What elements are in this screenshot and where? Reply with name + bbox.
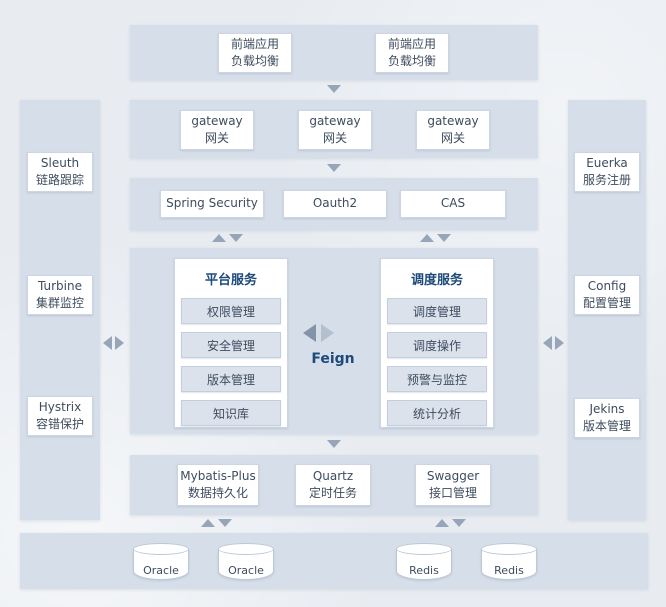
cylinder-icon [218,543,274,555]
node-config: Config 配置管理 [574,275,640,315]
node-turbine: Turbine 集群监控 [27,275,93,315]
node-oauth2: Oauth2 [283,190,387,218]
node-label: Mybatis-Plus [180,468,256,483]
service-item: 统计分析 [387,400,487,426]
node-label: Swagger [426,468,480,483]
double-arrow-vertical-icon [201,519,232,527]
service-item: 安全管理 [181,332,281,358]
left-sidebar-band: Sleuth 链路跟踪 Turbine 集群监控 Hystrix 容错保护 [20,100,100,520]
platform-services-group: 平台服务 权限管理 安全管理 版本管理 知识库 [174,258,288,428]
node-frontend-lb-1: 前端应用 负载均衡 [218,33,292,73]
database-oracle-2: Oracle [218,543,274,581]
node-swagger: Swagger 接口管理 [415,464,491,506]
node-label: CAS [440,196,466,211]
node-label: 前端应用 [387,36,436,51]
double-arrow-vertical-icon [435,519,466,527]
database-band: Oracle Oracle Redis Redis [20,533,648,589]
node-label: 集群监控 [35,296,84,310]
schedule-services-group: 调度服务 调度管理 调度操作 预警与监控 统计分析 [380,258,494,428]
node-label: gateway [427,113,479,128]
right-sidebar-band: Euerka 服务注册 Config 配置管理 Jekins 版本管理 [568,100,646,520]
feign-arrows-icon [303,324,334,342]
service-item: 调度管理 [387,298,487,324]
node-label: 定时任务 [308,486,357,500]
service-item: 权限管理 [181,298,281,324]
node-label: 数据持久化 [187,486,248,500]
arrow-right-icon [321,324,334,342]
node-gateway-3: gateway 网关 [416,110,490,150]
node-label: 网关 [322,131,347,145]
arrow-down-icon [327,440,341,448]
node-label: 链路跟踪 [35,173,84,187]
cylinder-icon [396,543,452,555]
group-title: 平台服务 [204,273,257,288]
service-item: 版本管理 [181,366,281,392]
service-item: 预警与监控 [387,366,487,392]
node-label: Jekins [589,401,625,416]
service-item: 知识库 [181,400,281,426]
middleware-band: Mybatis-Plus 数据持久化 Quartz 定时任务 Swagger 接… [130,455,538,515]
node-label: Oauth2 [312,196,358,211]
cylinder-icon [481,543,537,555]
double-arrow-horizontal-icon [103,336,124,350]
double-arrow-horizontal-icon [543,336,564,350]
database-label: Oracle [143,564,179,577]
node-label: 网关 [204,131,229,145]
node-label: Euerka [586,155,628,170]
node-label: Hystrix [38,399,82,414]
node-gateway-1: gateway 网关 [180,110,254,150]
node-label: 服务注册 [582,173,631,187]
node-label: 接口管理 [428,486,477,500]
node-label: Sleuth [40,155,80,170]
node-label: Turbine [38,278,82,293]
node-label: Config [587,278,627,293]
group-title: 调度服务 [410,273,463,288]
database-label: Oracle [228,564,264,577]
node-eureka: Euerka 服务注册 [574,152,640,192]
double-arrow-vertical-icon [212,234,243,242]
database-redis-1: Redis [396,543,452,581]
cylinder-icon [133,543,189,555]
database-oracle-1: Oracle [133,543,189,581]
node-hystrix: Hystrix 容错保护 [27,396,93,436]
node-label: 网关 [440,131,465,145]
node-cas: CAS [400,190,506,218]
database-redis-2: Redis [481,543,537,581]
node-label: Spring Security [166,196,258,211]
database-label: Redis [409,564,439,577]
node-mybatis-plus: Mybatis-Plus 数据持久化 [177,464,259,506]
double-arrow-vertical-icon [420,234,451,242]
arrow-left-icon [303,324,316,342]
feign-label: Feign [311,351,355,367]
node-label: 负载均衡 [387,54,436,68]
gateway-band: gateway 网关 gateway 网关 gateway 网关 [130,100,538,158]
node-label: 容错保护 [35,417,84,431]
node-label: gateway [309,113,361,128]
database-label: Redis [494,564,524,577]
node-label: 负载均衡 [230,54,279,68]
node-spring-security: Spring Security [160,190,264,218]
security-band: Spring Security Oauth2 CAS [130,178,538,230]
node-label: 配置管理 [582,296,631,310]
arrow-down-icon [327,164,341,172]
node-gateway-2: gateway 网关 [298,110,372,150]
node-frontend-lb-2: 前端应用 负载均衡 [375,33,449,73]
frontend-band: 前端应用 负载均衡 前端应用 负载均衡 [130,25,538,80]
node-label: 前端应用 [230,36,279,51]
node-label: 版本管理 [582,419,631,433]
node-jenkins: Jekins 版本管理 [574,398,640,438]
node-quartz: Quartz 定时任务 [295,464,371,506]
services-band: 平台服务 权限管理 安全管理 版本管理 知识库 Feign 调度服务 调度管理 … [130,248,538,434]
node-label: Quartz [312,468,354,483]
node-label: gateway [191,113,243,128]
service-item: 调度操作 [387,332,487,358]
node-sleuth: Sleuth 链路跟踪 [27,152,93,192]
arrow-down-icon [327,85,341,93]
